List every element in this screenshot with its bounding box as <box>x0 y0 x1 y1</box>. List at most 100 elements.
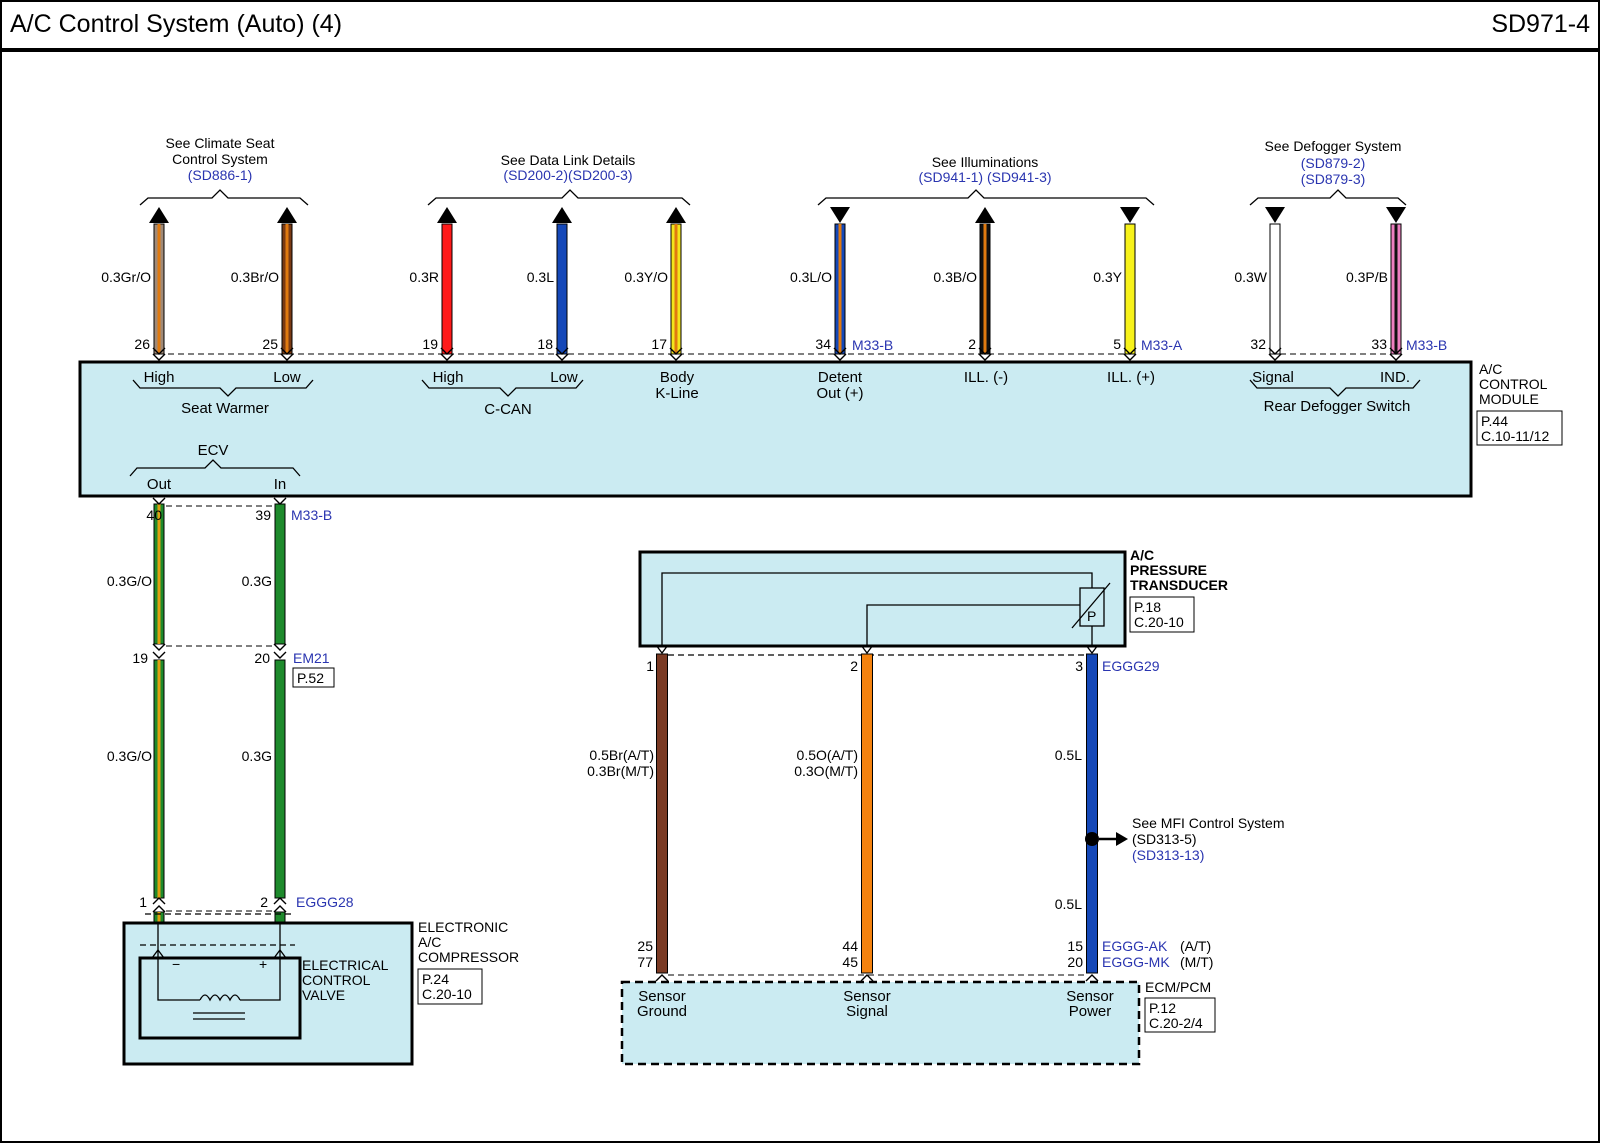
signal-wire-label-1: 0.5O(A/T) <box>797 747 858 763</box>
brace-defogger <box>1249 189 1407 206</box>
pin-label-ind: IND. <box>1380 369 1410 386</box>
pin-label-ecv-in: In <box>274 476 287 493</box>
module-conn: C.10-11/12 <box>1481 428 1549 444</box>
pin-number-l: 18 <box>537 336 553 352</box>
wire-label-y: 0.3Y <box>1093 269 1122 285</box>
pin-number-gr-o: 26 <box>134 336 150 352</box>
ecv-wire-in-chevron-bot2 <box>273 905 287 913</box>
pin-label-can-low: Low <box>550 369 578 386</box>
page-title: A/C Control System (Auto) (4) <box>10 10 343 38</box>
arrow-up-icon <box>277 207 297 223</box>
wire-r <box>441 223 453 355</box>
top-connector-labels: M33-B M33-A M33-B <box>852 337 1447 353</box>
wire-label-p-b: 0.3P/B <box>1346 269 1388 285</box>
ecv-wire-out-chevron-mid2 <box>152 651 166 659</box>
pressure-transducer-box <box>638 550 1127 648</box>
ref-climate-seat-code: (SD886-1) <box>188 167 253 183</box>
sensor-wire-group <box>655 653 1099 982</box>
ground-pin-at: 25 <box>637 938 653 954</box>
arrow-up-icon <box>666 207 686 223</box>
em21-page-box <box>292 667 335 688</box>
wire-l <box>556 223 568 355</box>
valve-name-1: ELECTRICAL <box>302 957 389 973</box>
ref-defogger-code1: (SD879-2) <box>1301 155 1366 171</box>
connector-eggg29: EGGG29 <box>1102 658 1160 674</box>
compressor-labels: − + ELECTRICAL CONTROL VALVE ELECTRONIC … <box>172 919 519 1005</box>
compressor-name-2: A/C <box>418 934 441 950</box>
ecm-page: P.12 <box>1149 1000 1176 1016</box>
ecv-pin-39: 39 <box>255 507 271 523</box>
power-wire-label-2: 0.5L <box>1055 896 1082 912</box>
group-rear-defogger: Rear Defogger Switch <box>1264 398 1411 415</box>
mfi-splice <box>1085 832 1128 846</box>
ecv-label-go-2: 0.3G/O <box>107 748 152 764</box>
compressor-internal-wiring <box>140 913 295 1020</box>
brace-data-link <box>427 189 691 206</box>
pin-number-y: 5 <box>1113 336 1121 352</box>
transducer-name-2: PRESSURE <box>1130 562 1207 578</box>
arrow-up-icon <box>149 207 169 223</box>
brace-illuminations <box>817 189 1155 206</box>
module-name-line3: MODULE <box>1479 391 1539 407</box>
arrow-down-icon <box>830 207 850 223</box>
pin-label-seat-low: Low <box>273 369 301 386</box>
transducer-pin-3: 3 <box>1075 658 1083 674</box>
valve-name-3: VALVE <box>302 987 345 1003</box>
module-name-line1: A/C <box>1479 361 1502 377</box>
sensor-wire-signal-chevron <box>860 974 874 982</box>
wire-label-b-o: 0.3B/O <box>933 269 977 285</box>
ground-wire-label-1: 0.5Br(A/T) <box>589 747 654 763</box>
wire-y-o-pin-chevron2 <box>669 353 683 361</box>
reference-texts: See Climate Seat Control System (SD886-1… <box>166 135 1402 187</box>
ecm-pcm-box <box>620 980 1141 1066</box>
ac-control-module-box <box>78 360 1473 498</box>
wire-gr-o-stripe <box>157 224 161 354</box>
ecv-wire-out-lower-stripe <box>157 660 161 898</box>
ecv-wire-in-chevron-mid1 <box>273 643 287 651</box>
group-ccan: C-CAN <box>484 401 532 418</box>
group-ecv: ECV <box>198 442 229 459</box>
transducer-name-1: A/C <box>1130 547 1154 563</box>
brace-ccan <box>421 379 584 397</box>
brace-rear-defogger <box>1249 379 1421 397</box>
wire-l-pin-chevron2 <box>555 353 569 361</box>
wire-l-pin-chevron <box>555 347 569 355</box>
ecm-pin-labels: Sensor Ground Sensor Signal Sensor Power <box>637 988 1114 1020</box>
sensor-wire-power <box>1086 653 1098 974</box>
sensor-wire-labels: 0.5Br(A/T) 0.3Br(M/T) 0.5O(A/T) 0.3O(M/T… <box>587 747 1284 970</box>
ecm-labels: ECM/PCM P.12 C.20-2/4 <box>1144 979 1216 1033</box>
pin-number-br-o: 25 <box>262 336 278 352</box>
transducer-pin-2: 2 <box>850 658 858 674</box>
control-valve-box <box>138 956 302 1040</box>
pin-label-can-high: High <box>433 369 464 386</box>
wire-w <box>1269 223 1281 355</box>
power-wire-label-1: 0.5L <box>1055 747 1082 763</box>
connector-m33b-right: M33-B <box>1406 337 1447 353</box>
compressor-name-1: ELECTRONIC <box>418 919 508 935</box>
wire-br-o-pin-chevron <box>280 347 294 355</box>
sensor-wire-ground <box>656 653 668 974</box>
ecv-wire-in-chevron-bot1 <box>273 897 287 905</box>
arrow-down-icon <box>1265 207 1285 223</box>
sensor-wire-power-chevron <box>1085 974 1099 982</box>
ground-pin-mt: 77 <box>637 954 653 970</box>
wire-label-gr-o: 0.3Gr/O <box>101 269 151 285</box>
signal-pin-at: 44 <box>842 938 858 954</box>
wire-y-o-pin-chevron <box>669 347 683 355</box>
arrow-up-icon <box>552 207 572 223</box>
wire-label-l-o: 0.3L/O <box>790 269 832 285</box>
pin-label-seat-high: High <box>144 369 175 386</box>
connector-m33a: M33-A <box>1141 337 1183 353</box>
wire-r-pin-chevron2 <box>440 353 454 361</box>
top-wire-group: 0.3Gr/O260.3Br/O250.3R190.3L180.3Y/O170.… <box>101 207 1406 361</box>
ref-defogger-code2: (SD879-3) <box>1301 171 1366 187</box>
ecm-conn: C.20-2/4 <box>1149 1015 1203 1031</box>
ref-data-link-code: (SD200-2)(SD200-3) <box>503 167 632 183</box>
module-name: A/C CONTROL MODULE P.44 C.10-11/12 <box>1476 361 1563 446</box>
ecv-wire-in-chevron-top <box>273 497 287 505</box>
ref-defogger-line1: See Defogger System <box>1265 138 1402 154</box>
wire-w-pin-chevron <box>1268 347 1282 355</box>
signal-pin-mt: 45 <box>842 954 858 970</box>
arrow-down-icon <box>1386 207 1406 223</box>
